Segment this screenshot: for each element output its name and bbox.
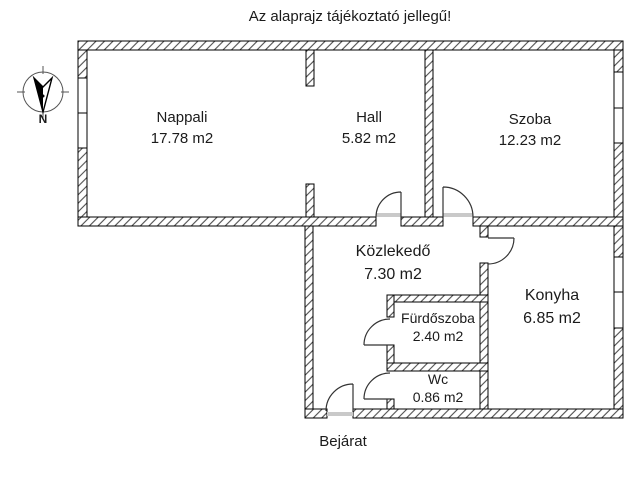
wall-nappali-hall-stub-bottom: [305, 183, 315, 218]
room-area: 5.82 m2: [341, 130, 397, 147]
wall-kozlekedo-konyha: [479, 262, 489, 410]
window-szoba: [613, 71, 624, 144]
wall-nappali-hall-stub-top: [305, 49, 315, 87]
room-name: Szoba: [508, 111, 552, 128]
wall-right-lower: [613, 142, 624, 227]
window-nappali: [77, 77, 88, 149]
door-konyha: [487, 237, 515, 265]
doors: [325, 186, 515, 412]
windows: [77, 71, 624, 329]
door-wc: [363, 372, 391, 400]
room-area: 12.23 m2: [498, 132, 562, 149]
threshold-entrance: [327, 412, 353, 416]
window-konyha: [613, 256, 624, 329]
entrance-label: Bejárat: [319, 433, 367, 450]
room-area: 17.78 m2: [150, 130, 214, 147]
compass-icon: [17, 66, 69, 118]
wall-konyha-right-upper: [613, 225, 624, 258]
wall-top: [77, 40, 624, 51]
room-label-kozlekedo: Közlekedő 7.30 m2: [356, 240, 431, 286]
wall-middle-c: [472, 216, 624, 227]
wall-konyha-right-lower: [613, 327, 624, 410]
wall-middle-b: [400, 216, 444, 227]
room-label-nappali: Nappali 17.78 m2: [151, 107, 214, 149]
room-name: Nappali: [156, 109, 208, 126]
wall-lower-left: [304, 225, 314, 410]
room-label-furdoszoba: Fürdőszoba 2.40 m2: [401, 309, 475, 345]
wall-bottom-a: [304, 408, 328, 419]
door-entrance: [325, 383, 354, 412]
wall-bathroom-left-upper: [386, 294, 395, 318]
threshold-hall-door: [376, 213, 401, 217]
wall-kozlekedo-konyha-stub: [479, 225, 489, 238]
walls: [77, 40, 624, 419]
wall-bathroom-top: [386, 294, 489, 303]
room-name: Wc: [427, 371, 449, 387]
threshold-szoba-door: [443, 213, 473, 217]
room-name: Fürdőszoba: [401, 310, 475, 326]
room-label-hall: Hall 5.82 m2: [342, 107, 396, 149]
room-area: 2.40 m2: [412, 328, 464, 344]
wall-hall-szoba: [424, 49, 434, 218]
wall-bottom-b: [352, 408, 624, 419]
wall-right-upper: [613, 49, 624, 73]
room-label-szoba: Szoba 12.23 m2: [499, 109, 562, 151]
door-furdoszoba: [363, 318, 391, 346]
wall-bathroom-wc: [386, 362, 489, 372]
thresholds: [327, 213, 473, 416]
room-area: 7.30 m2: [364, 266, 422, 283]
door-szoba: [442, 186, 474, 218]
wall-left-upper: [77, 49, 88, 79]
wall-bathroom-left-lower: [386, 344, 395, 366]
room-label-wc: Wc 0.86 m2: [413, 370, 464, 406]
room-area: 0.86 m2: [412, 389, 464, 405]
door-hall: [375, 191, 402, 218]
wall-left-lower: [77, 147, 88, 227]
room-label-konyha: Konyha 6.85 m2: [523, 284, 581, 330]
room-name: Hall: [356, 109, 382, 126]
wall-wc-left-stub: [386, 398, 395, 410]
room-area: 6.85 m2: [523, 310, 581, 327]
plan-title: Az alaprajz tájékoztató jellegű!: [248, 8, 452, 25]
room-name: Közlekedő: [355, 243, 431, 260]
wall-middle-a: [77, 216, 377, 227]
room-name: Konyha: [524, 287, 580, 304]
compass-north-label: N: [38, 112, 48, 126]
